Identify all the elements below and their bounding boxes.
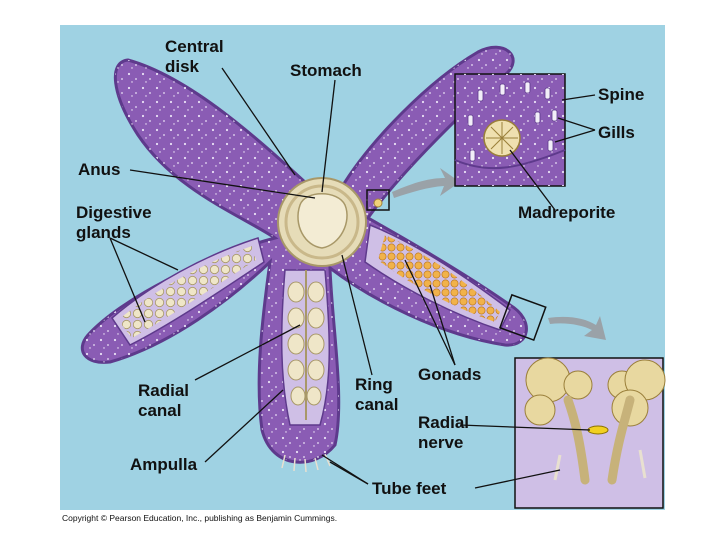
copyright-text: Copyright © Pearson Education, Inc., pub… <box>62 513 337 523</box>
tube-feet-marks <box>281 453 331 473</box>
label-anus: Anus <box>78 160 121 179</box>
label-spine: Spine <box>598 85 644 104</box>
arrow-to-bottom-inset <box>548 316 606 340</box>
arrow-to-top-inset <box>392 168 460 198</box>
madreporite-small <box>373 198 383 208</box>
label-gills: Gills <box>598 123 635 142</box>
label-ring-canal-2: canal <box>355 395 398 414</box>
leader-lines <box>109 67 596 489</box>
stomach-shape <box>297 193 348 249</box>
bottom-inset <box>514 357 666 509</box>
madreporite-callout-box <box>366 189 390 211</box>
label-stomach: Stomach <box>290 61 362 80</box>
label-central-disk-2: disk <box>165 57 200 76</box>
label-gonads: Gonads <box>418 365 481 384</box>
label-radial-canal-1: Radial <box>138 381 189 400</box>
radial-nerve-callout-box <box>498 293 547 342</box>
label-central-disk-1: Central <box>165 37 224 56</box>
label-tube-feet: Tube feet <box>372 479 447 498</box>
label-ring-canal-1: Ring <box>355 375 393 394</box>
top-inset <box>454 73 566 187</box>
label-radial-nerve-2: nerve <box>418 433 463 452</box>
label-radial-canal-2: canal <box>138 401 181 420</box>
label-digestive-glands-2: glands <box>76 223 131 242</box>
ring-canal <box>284 184 360 260</box>
ampulla-bulbs <box>287 281 325 406</box>
label-digestive-glands-1: Digestive <box>76 203 152 222</box>
radial-nerve-mark <box>587 425 609 435</box>
label-radial-nerve-1: Radial <box>418 413 469 432</box>
label-madreporite: Madreporite <box>518 203 615 222</box>
label-ampulla: Ampulla <box>130 455 198 474</box>
